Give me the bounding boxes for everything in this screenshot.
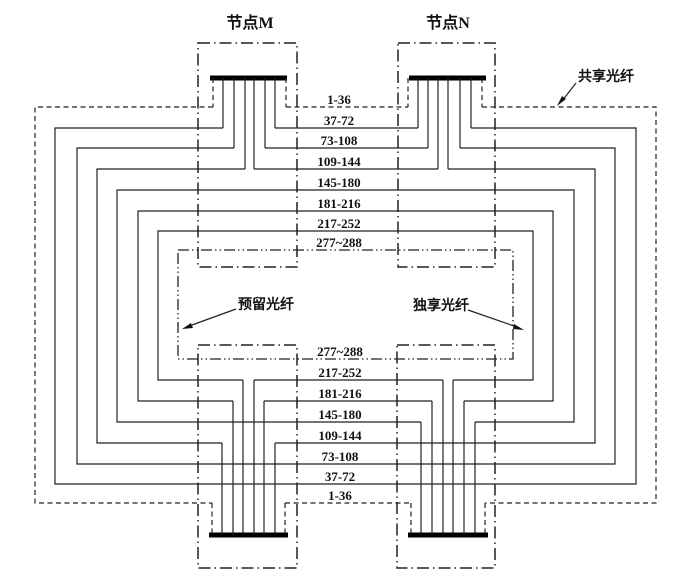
- callout-exclusive-label: 独享光纤: [413, 297, 469, 314]
- exclusive-fiber-rings: [54, 127, 637, 485]
- node-n-label: 节点N: [426, 13, 470, 32]
- node-m-top-drops: [212, 78, 287, 169]
- fiber-label: 109-144: [317, 154, 361, 169]
- node-m-top-box: [197, 42, 298, 268]
- fiber-label: 109-144: [318, 428, 362, 443]
- node-n-bottom-box: [396, 344, 496, 569]
- drop-solid: [417, 78, 472, 169]
- fiber-label: 1-36: [328, 488, 352, 503]
- drop-dashed: [410, 503, 486, 535]
- fiber-label: 217-252: [317, 216, 360, 231]
- fiber-ring-277-288-reserved: [177, 249, 514, 360]
- fiber-ring-1-36-shared: [34, 106, 657, 504]
- fiber-ring-73-108: [76, 147, 616, 465]
- fiber-label: 37-72: [324, 113, 354, 128]
- fiber-label: 181-216: [317, 196, 361, 211]
- fiber-label: 277~288: [317, 344, 363, 359]
- callout-arrowhead: [557, 96, 566, 106]
- node-m-bottom-box: [197, 344, 298, 569]
- drop-solid: [222, 78, 276, 169]
- node-boxes: [197, 42, 496, 569]
- drop-dashed: [212, 78, 287, 107]
- node-n-top-box: [397, 42, 496, 268]
- fiber-ring-37-72: [54, 127, 637, 485]
- drop-dashed: [211, 503, 286, 535]
- fiber-label: 1-36: [327, 92, 351, 107]
- callout-exclusive-fiber: 独享光纤: [413, 297, 524, 330]
- fiber-label: 145-180: [318, 407, 361, 422]
- fiber-ring-217-252: [157, 230, 534, 381]
- callout-arrowhead: [182, 323, 193, 329]
- fiber-label: 37-72: [325, 469, 355, 484]
- fiber-labels-bottom: 277~288 217-252 181-216 145-180 109-144 …: [317, 344, 363, 503]
- drop-solid: [420, 380, 476, 535]
- callout-arrowhead: [513, 324, 524, 330]
- node-n-bottom-drops: [410, 380, 486, 535]
- callout-reserved-fiber: 预留光纤: [182, 296, 294, 329]
- node-m-label: 节点M: [226, 13, 273, 32]
- callout-leader-line: [191, 308, 237, 326]
- fiber-ring-181-216: [137, 210, 554, 402]
- drop-dashed: [407, 78, 483, 107]
- fiber-labels-top: 1-36 37-72 73-108 109-144 145-180 181-21…: [316, 92, 362, 250]
- fiber-ring-109-144: [96, 168, 596, 444]
- fiber-ring-145-180: [116, 189, 575, 423]
- callout-reserved-label: 预留光纤: [238, 296, 294, 313]
- fiber-label: 73-108: [321, 133, 358, 148]
- callout-shared-label: 共享光纤: [578, 68, 634, 85]
- fiber-label: 73-108: [322, 449, 359, 464]
- fiber-label: 277~288: [316, 235, 362, 250]
- fiber-label: 217-252: [318, 365, 361, 380]
- node-n-top-drops: [407, 78, 483, 169]
- callout-shared-fiber: 共享光纤: [557, 68, 634, 106]
- fiber-label: 181-216: [318, 386, 362, 401]
- node-m-bottom-drops: [211, 380, 286, 535]
- callout-leader-line: [467, 309, 515, 327]
- drop-solid: [221, 380, 276, 535]
- fiber-label: 145-180: [317, 175, 360, 190]
